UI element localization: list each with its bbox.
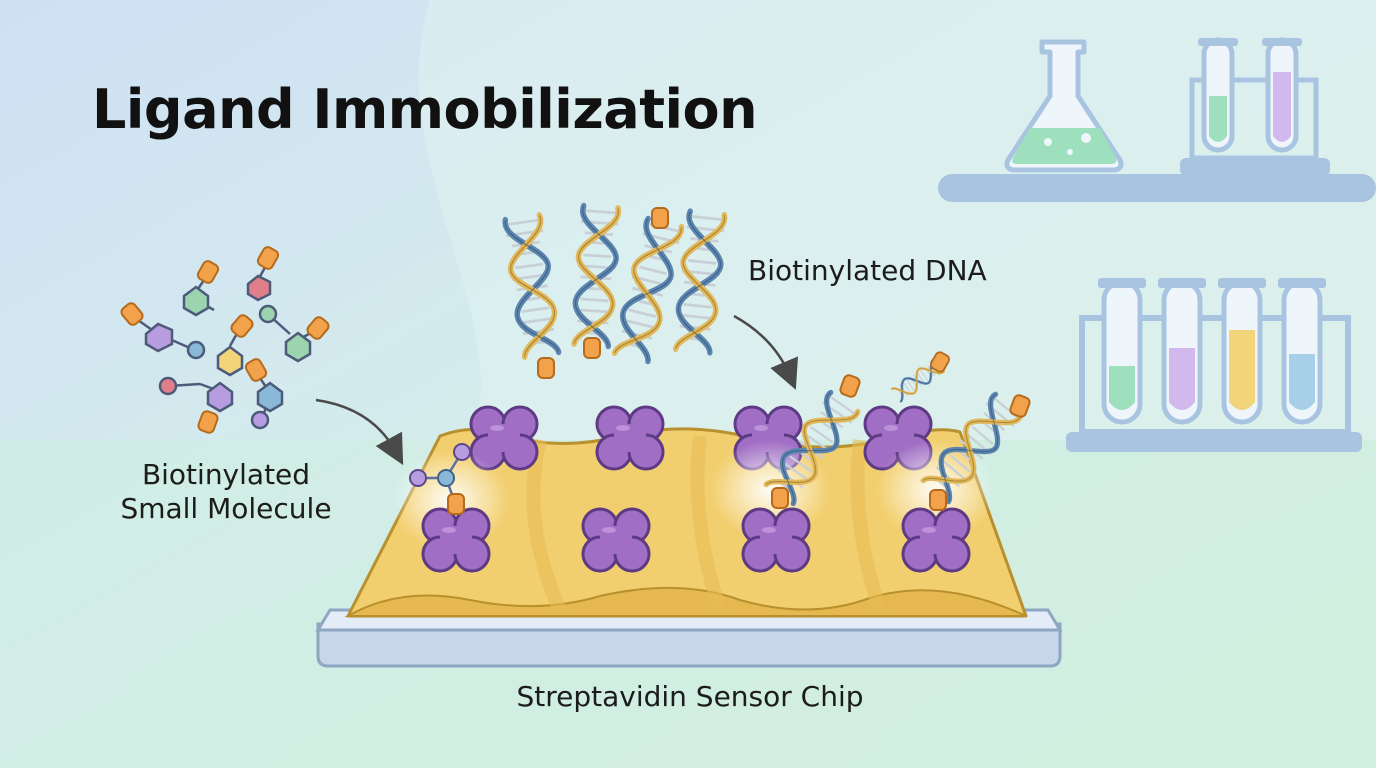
small-molecule-icon	[182, 258, 222, 317]
chip-gold-front	[344, 586, 1027, 617]
test-tube-icon	[1218, 278, 1266, 425]
label-biotinylated-dna: Biotinylated DNA	[748, 254, 987, 287]
test-tube-icon	[1098, 278, 1146, 425]
streptavidin-icon	[595, 405, 665, 471]
streptavidin-icon	[901, 507, 971, 573]
lab-shelf-top	[938, 174, 1376, 202]
page-title: Ligand Immobilization	[92, 78, 758, 141]
streptavidin-icon	[421, 507, 491, 573]
arrow-icon	[733, 314, 798, 390]
test-tube-icon	[1158, 278, 1206, 425]
bound-small-molecule-icon	[409, 443, 471, 515]
test-tube-icon	[1278, 278, 1326, 425]
streptavidin-icon	[581, 507, 651, 573]
streptavidin-icon	[741, 507, 811, 573]
label-small-molecule-line1: Biotinylated	[141, 458, 311, 491]
chip-base	[316, 622, 1062, 668]
small-molecule-icon	[242, 356, 284, 430]
small-molecule-icon	[246, 244, 282, 302]
label-small-molecule: Biotinylated Small Molecule	[76, 458, 376, 525]
label-sensor-chip: Streptavidin Sensor Chip	[516, 680, 864, 713]
small-molecule-icon	[258, 304, 332, 363]
small-molecule-icon	[158, 311, 256, 436]
label-small-molecule-line2: Small Molecule	[120, 491, 332, 525]
test-tube-rack-icon	[1180, 37, 1330, 176]
test-tube-rack-icon	[1066, 278, 1362, 452]
arrow-icon	[315, 398, 404, 466]
small-molecule-icon	[118, 299, 206, 360]
test-tube-icon	[1198, 37, 1238, 153]
test-tube-icon	[1262, 37, 1302, 153]
sensor-chip	[315, 427, 1063, 668]
erlenmeyer-flask-icon	[1004, 39, 1124, 173]
